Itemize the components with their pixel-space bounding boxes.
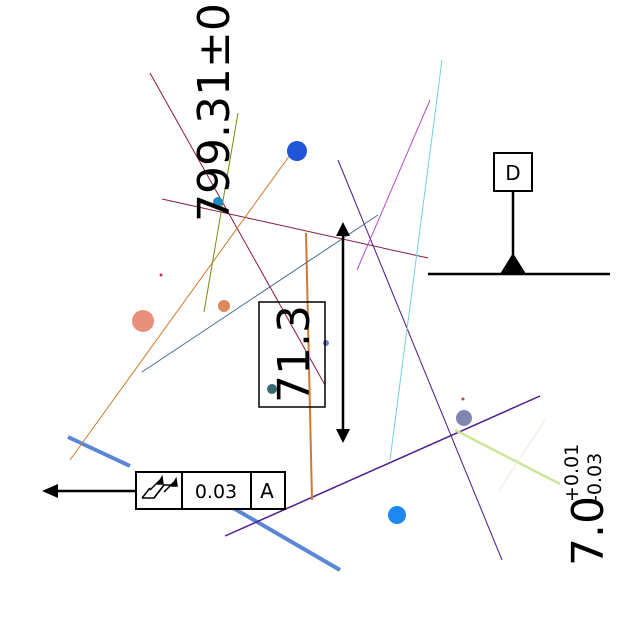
salmon-dot: [132, 310, 154, 332]
basic-dimension-text: 71.3: [269, 305, 320, 403]
vertical-dimension-line: [336, 222, 350, 443]
thick-blue-line-upper: [67, 435, 131, 468]
orange-long-line: [69, 154, 291, 461]
magenta-line: [356, 99, 431, 271]
olive-line: [203, 112, 239, 313]
maroon-diagonal-line: [149, 72, 326, 386]
tolerance-nominal: 7.0: [563, 496, 614, 566]
cyan-line: [389, 59, 443, 461]
total-runout-icon: [141, 474, 178, 499]
fcf-datum: A: [260, 479, 274, 503]
dimension-text-799: 799.31±0.: [189, 0, 240, 222]
basic-dimension-box: 71.3: [258, 301, 326, 408]
dark-teal-dot: [267, 384, 277, 394]
teal-dot: [213, 197, 223, 207]
fcf-tolerance: 0.03: [195, 481, 237, 503]
arrowhead-up-icon: [336, 222, 350, 236]
orange-dot: [218, 300, 230, 312]
dark-purple-long-line: [337, 159, 503, 561]
steel-blue-line: [141, 214, 379, 373]
lime-line: [454, 428, 561, 486]
tolerance-upper: +0.01: [561, 444, 583, 502]
thick-blue-line-lower: [226, 503, 342, 572]
purple-line: [224, 395, 541, 537]
tolerance-lower: -0.03: [584, 453, 606, 502]
blue-dot: [287, 141, 307, 161]
datum-letter: D: [505, 161, 520, 185]
faint-green-line: [497, 419, 546, 493]
toleranced-dimension: 7.0 +0.01 -0.03: [561, 444, 614, 566]
orange-vertical-line: [305, 232, 313, 501]
maroon-horizontal-line: [161, 198, 429, 259]
arrowhead-left-icon: [42, 484, 58, 498]
small-blue-dot: [323, 340, 329, 346]
datum-box: [493, 152, 533, 192]
tiny-red-dot: [159, 273, 163, 277]
scatter-dots: [132, 141, 472, 524]
datum-triangle-icon: [500, 253, 526, 274]
background-lines: [67, 59, 561, 572]
tiny-brown-dot: [461, 397, 465, 401]
datum-feature-symbol: D: [428, 152, 610, 276]
slate-dot: [456, 410, 472, 426]
bright-blue-dot: [388, 506, 406, 524]
arrowhead-down-icon: [336, 429, 350, 443]
feature-control-frame: 0.03 A: [42, 471, 286, 510]
